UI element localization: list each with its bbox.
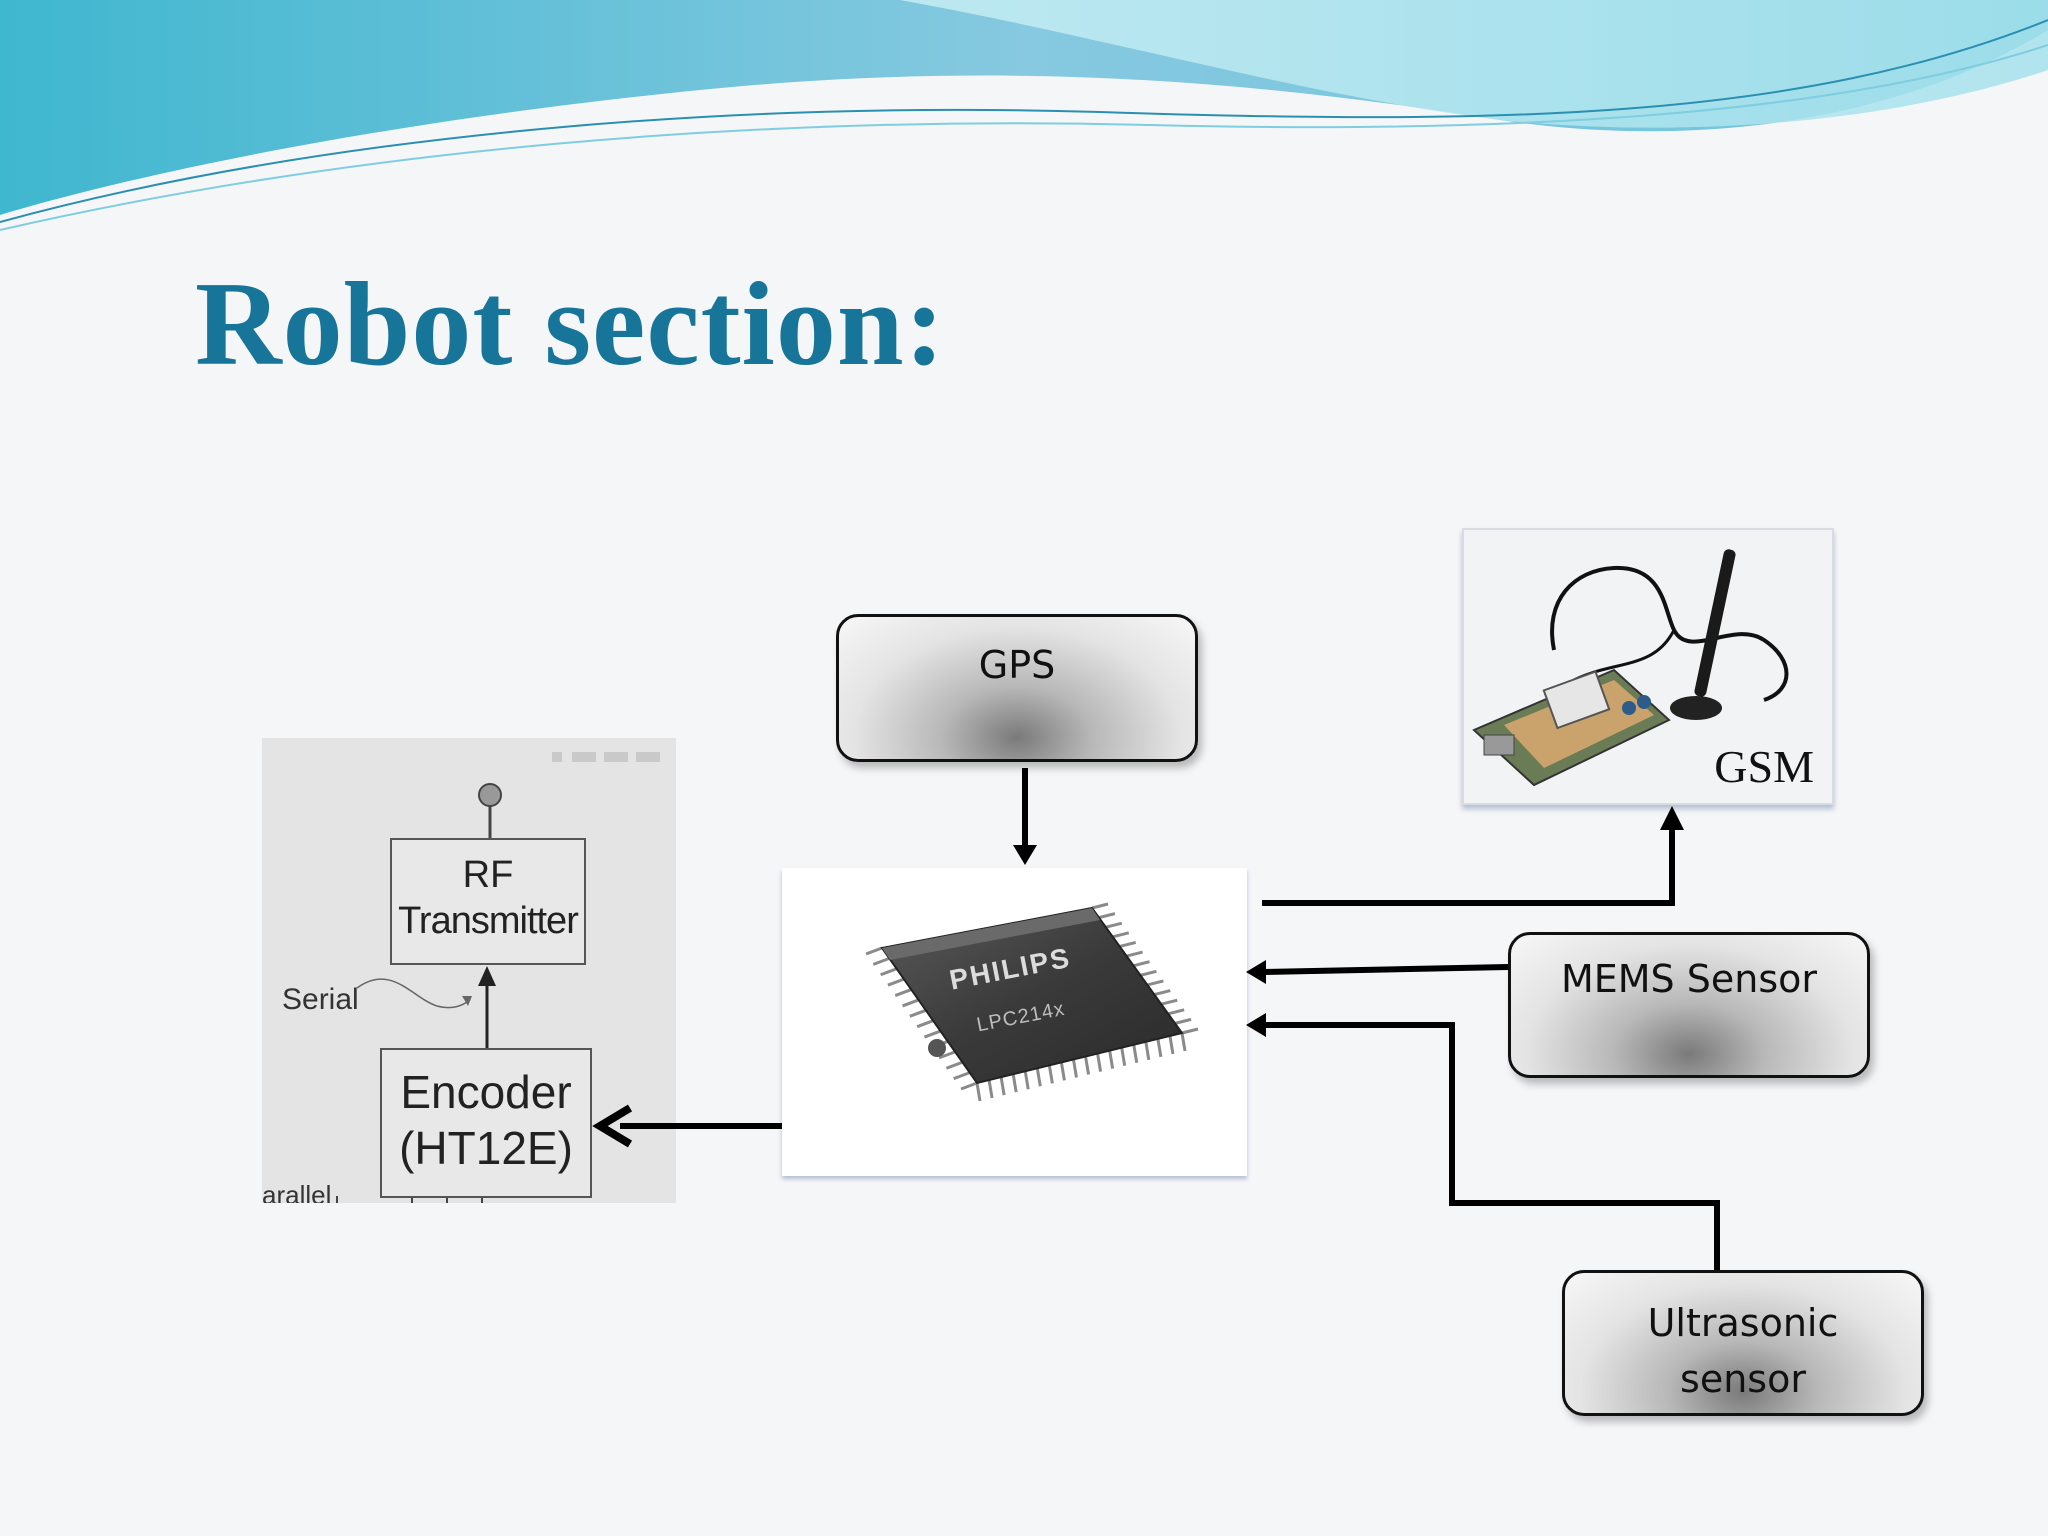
encoder-label-2: (HT12E) (399, 1122, 573, 1174)
slide-title: Robot section: (195, 257, 946, 390)
header-wave-decoration (0, 0, 2048, 231)
gps-block: GPS (836, 614, 1198, 762)
ultrasonic-label-1: Ultrasonic (1647, 1301, 1839, 1345)
gps-label: GPS (978, 643, 1056, 687)
gsm-module-image: GSM (1462, 528, 1834, 805)
gsm-module-icon (1472, 549, 1789, 787)
ultrasonic-label-2: sensor (1680, 1357, 1806, 1401)
faded-marks (552, 752, 672, 762)
serial-label: Serial (282, 983, 359, 1016)
chip-icon: PHILIPS LPC214x (865, 902, 1199, 1102)
gsm-label: GSM (1714, 741, 1814, 792)
encoder-label-1: Encoder (400, 1066, 572, 1118)
mcu-to-gsm-arrow (1262, 825, 1675, 906)
mems-sensor-block: MEMS Sensor (1508, 932, 1870, 1078)
ultrasonic-sensor-block: Ultrasonic sensor (1562, 1270, 1924, 1416)
parallel-label: arallel (262, 1180, 332, 1203)
rf-transmitter-block: RF Transmitter (390, 838, 586, 965)
mems-to-mcu-arrow (1261, 964, 1509, 975)
rf-transmitter-label-2: Transmitter (398, 900, 579, 942)
rf-transmitter-label-1: RF (462, 854, 514, 896)
encoder-ht12e-block: Encoder (HT12E) (380, 1048, 592, 1198)
mems-sensor-label: MEMS Sensor (1560, 957, 1818, 1001)
lpc214x-microcontroller-image: PHILIPS LPC214x (782, 868, 1247, 1176)
encoder-diagram-image: RF Transmitter Serial Encoder (HT12E) ar… (262, 738, 676, 1203)
